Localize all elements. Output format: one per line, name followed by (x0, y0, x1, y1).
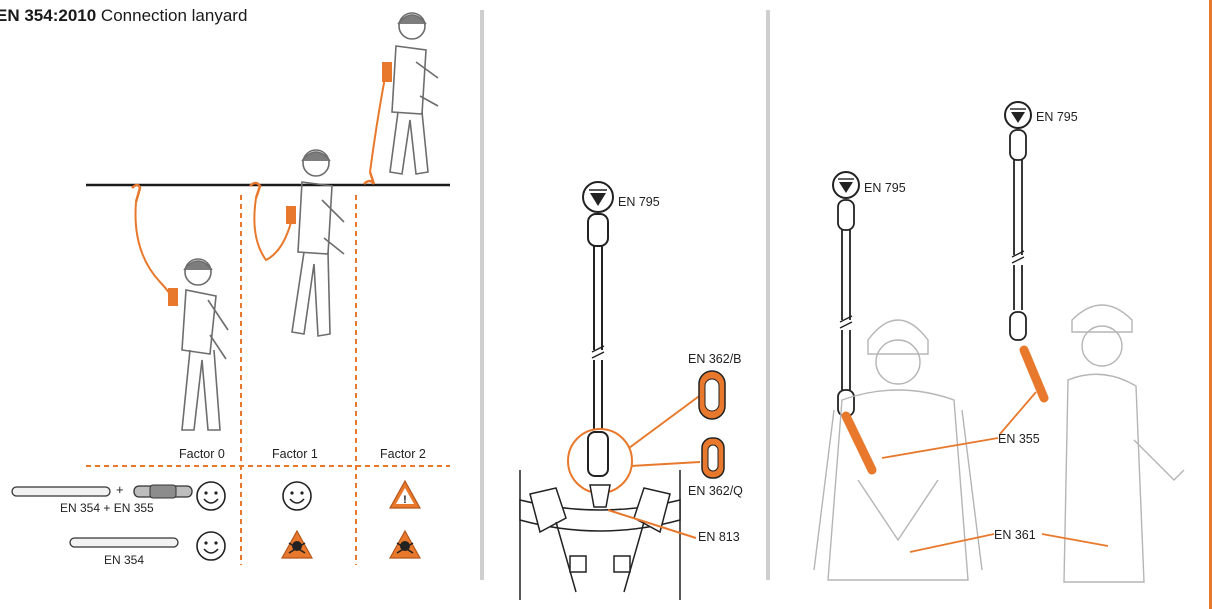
rating-ok-icon (197, 482, 225, 510)
fall-arrest-illustration (772, 0, 1212, 609)
panel-divider-2 (766, 10, 770, 580)
svg-text:!: ! (403, 494, 407, 506)
worker-figure-factor-0 (132, 185, 228, 430)
lower-connector (588, 432, 608, 476)
worker-figure-factor-2 (364, 13, 438, 184)
sit-harness (520, 470, 680, 600)
anchor-left-label: EN 795 (864, 181, 906, 195)
factor-0-label: Factor 0 (179, 447, 225, 461)
positioning-panel: EN 795 EN 362/B EN 362/Q EN 813 (490, 0, 765, 609)
factor-2-label: Factor 2 (380, 447, 426, 461)
energy-absorber (1024, 350, 1044, 398)
row-label-lanyard-absorber: EN 354 + EN 355 (60, 501, 154, 515)
positioning-illustration (490, 0, 765, 609)
carabiner-q-label: EN 362/Q (688, 484, 743, 498)
fall-factor-panel: EN 354:2010 Connection lanyard (0, 0, 480, 609)
rating-danger-icon (282, 531, 312, 558)
maillon-q-icon (702, 438, 724, 478)
anchor-symbol-icon (583, 182, 613, 212)
row-label-lanyard: EN 354 (104, 553, 144, 567)
anchor-right-label: EN 795 (1036, 110, 1078, 124)
anchor-symbol-icon (833, 172, 859, 198)
panel-divider-1 (480, 10, 484, 580)
plus-sign: + (116, 482, 124, 497)
absorber-label: EN 355 (998, 432, 1040, 446)
carabiner-b-icon (699, 371, 725, 419)
worker-figure-front (814, 320, 982, 580)
rating-warning-icon: ! (390, 481, 420, 508)
rating-ok-icon (283, 482, 311, 510)
anchor-label: EN 795 (618, 195, 660, 209)
rating-danger-icon (390, 531, 420, 558)
upper-connector (588, 214, 608, 246)
carabiner-b-label: EN 362/B (688, 352, 742, 366)
harness-label: EN 361 (994, 528, 1036, 542)
factor-1-label: Factor 1 (272, 447, 318, 461)
worker-figure-factor-1 (250, 150, 344, 336)
anchor-symbol-icon (1005, 102, 1031, 128)
harness-label: EN 813 (698, 530, 740, 544)
lanyard-with-absorber-icon (12, 485, 192, 498)
fall-factor-illustration: ! (0, 0, 480, 609)
rating-ok-icon (197, 532, 225, 560)
fall-arrest-panel: EN 795 EN 795 EN 355 EN 361 (772, 0, 1212, 609)
energy-absorber (846, 416, 872, 470)
lanyard-icon (70, 538, 178, 547)
